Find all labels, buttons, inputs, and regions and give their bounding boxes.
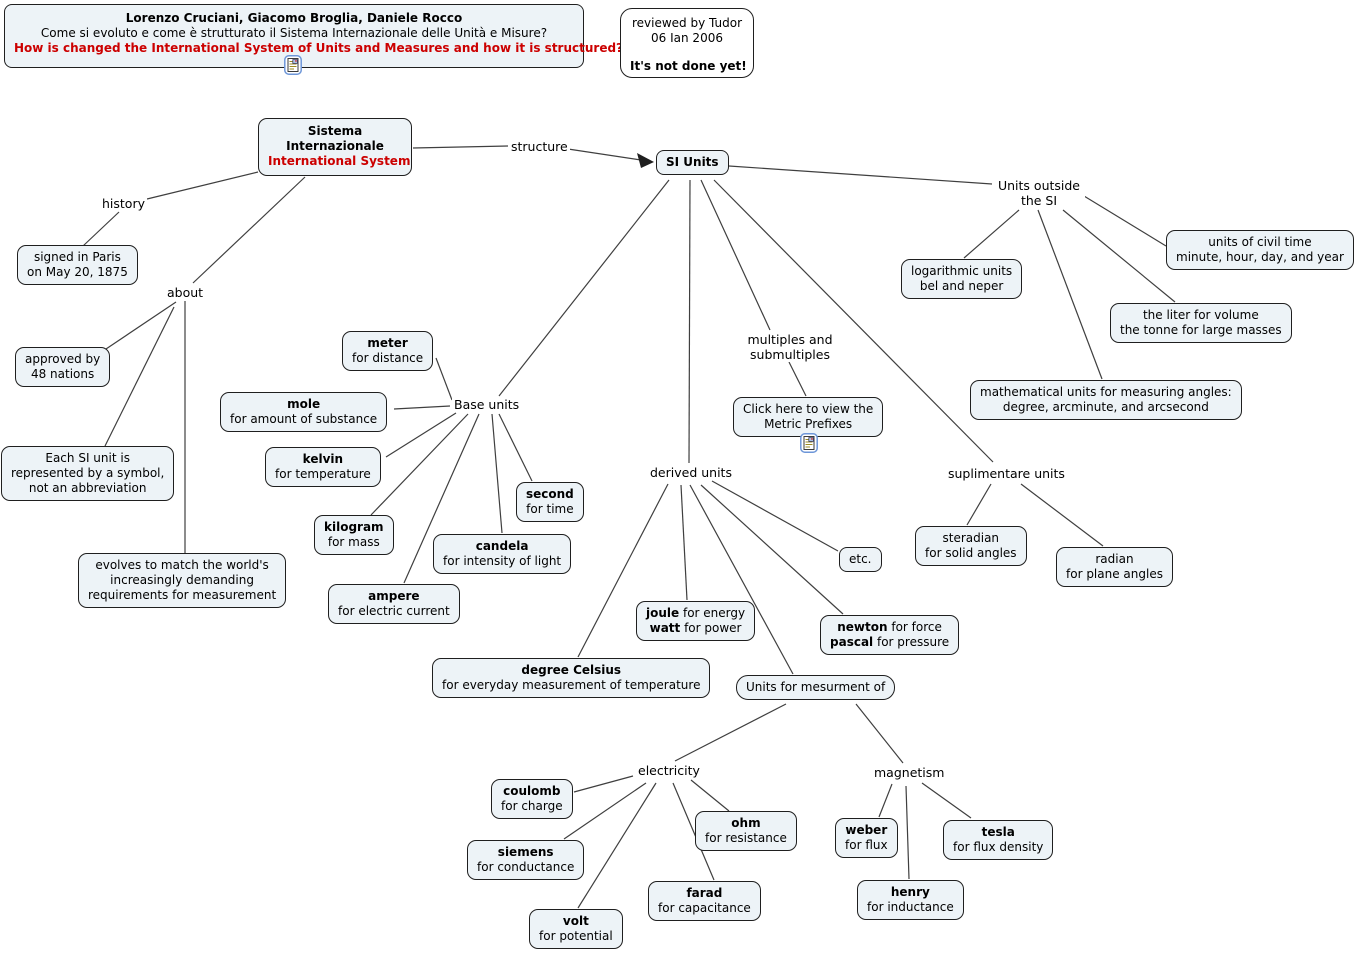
node-henry[interactable]: henry for inductance (857, 880, 964, 920)
node-steradian[interactable]: steradian for solid angles (915, 526, 1027, 566)
link-label-multiples[interactable]: multiples and submultiples (743, 332, 837, 362)
node-si-units[interactable]: SI Units (656, 150, 729, 175)
node-degree-celsius[interactable]: degree Celsius for everyday measurement … (432, 658, 711, 698)
node-farad[interactable]: farad for capacitance (648, 881, 761, 921)
link-label-history[interactable]: history (100, 196, 147, 211)
node-units-of-civil-time[interactable]: units of civil time minute, hour, day, a… (1166, 230, 1354, 270)
link-label-electricity[interactable]: electricity (636, 763, 702, 778)
authors-line: Lorenzo Cruciani, Giacomo Broglia, Danie… (125, 11, 463, 25)
node-volt[interactable]: volt for potential (529, 909, 623, 949)
question-italian: Come si evoluto e come è strutturato il … (40, 26, 548, 40)
node-sistema-internazionale[interactable]: Sistema Internazionale International Sys… (258, 118, 412, 176)
node-mathematical-units-angles[interactable]: mathematical units for measuring angles:… (970, 380, 1242, 420)
node-click-metric-prefixes[interactable]: Click here to view the Metric Prefixes (733, 397, 884, 437)
node-joule-watt[interactable]: joule for energy watt for power (636, 601, 756, 641)
node-radian[interactable]: radian for plane angles (1056, 547, 1173, 587)
node-evolves-to-match[interactable]: evolves to match the world's increasingl… (78, 553, 287, 608)
node-kelvin[interactable]: kelvin for temperature (265, 447, 381, 487)
document-icon[interactable] (800, 433, 818, 453)
node-approved-48-nations[interactable]: approved by 48 nations (15, 347, 111, 387)
link-label-suplimentare-units[interactable]: suplimentare units (946, 466, 1067, 481)
node-each-si-unit-symbol[interactable]: Each SI unit is represented by a symbol,… (1, 446, 175, 501)
review-line1: reviewed by Tudor (631, 16, 743, 30)
link-label-units-outside-si[interactable]: Units outside the SI (993, 178, 1085, 208)
node-coulomb[interactable]: coulomb for charge (491, 779, 573, 819)
arrowhead (637, 153, 654, 168)
node-siemens[interactable]: siemens for conductance (467, 840, 585, 880)
link-label-magnetism[interactable]: magnetism (872, 765, 947, 780)
node-kilogram[interactable]: kilogram for mass (314, 515, 394, 555)
node-candela[interactable]: candela for intensity of light (433, 534, 572, 574)
review-line3: It's not done yet! (630, 59, 747, 73)
node-newton-pascal[interactable]: newton for force pascal for pressure (820, 615, 960, 655)
document-icon[interactable] (284, 55, 302, 75)
question-english: How is changed the International System … (14, 41, 624, 55)
review-line2: 06 Ian 2006 (651, 31, 723, 45)
node-signed-in-paris[interactable]: signed in Paris on May 20, 1875 (17, 245, 138, 285)
node-meter[interactable]: meter for distance (342, 331, 434, 371)
node-second[interactable]: second for time (516, 482, 584, 522)
node-weber[interactable]: weber for flux (835, 818, 898, 858)
node-logarithmic-units[interactable]: logarithmic units bel and neper (901, 259, 1023, 299)
node-liter-tonne[interactable]: the liter for volume the tonne for large… (1110, 303, 1292, 343)
link-label-structure[interactable]: structure (509, 139, 570, 154)
node-units-for-mesurment[interactable]: Units for mesurment of (736, 675, 896, 700)
node-etc[interactable]: etc. (839, 547, 882, 572)
node-ohm[interactable]: ohm for resistance (695, 811, 797, 851)
node-tesla[interactable]: tesla for flux density (943, 820, 1054, 860)
link-label-base-units[interactable]: Base units (452, 397, 522, 412)
node-ampere[interactable]: ampere for electric current (328, 584, 460, 624)
link-label-about[interactable]: about (165, 285, 206, 300)
node-mole[interactable]: mole for amount of substance (220, 392, 388, 432)
link-label-derived-units[interactable]: derived units (648, 465, 734, 480)
review-annotation-box[interactable]: reviewed by Tudor 06 Ian 2006 It's not d… (620, 8, 754, 78)
